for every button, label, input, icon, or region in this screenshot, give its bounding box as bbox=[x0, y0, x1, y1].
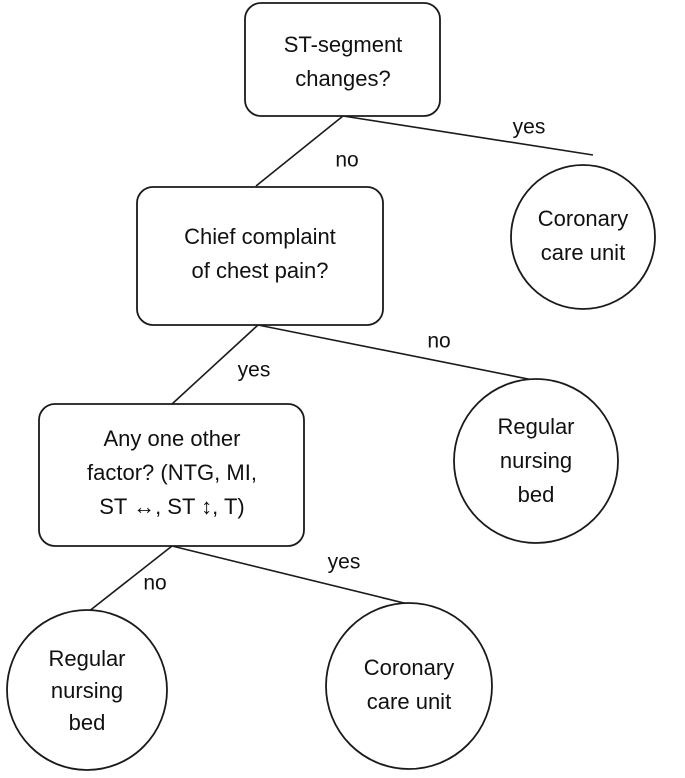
node-reg2-line-3: bed bbox=[69, 710, 106, 735]
node-factor-line-1: Any one other bbox=[104, 426, 241, 451]
edge-chief-to-factor bbox=[171, 324, 259, 405]
node-chief-line-1: Chief complaint bbox=[184, 224, 336, 249]
edge-label-st-no: no bbox=[335, 149, 358, 172]
edge-label-st-yes: yes bbox=[513, 116, 546, 139]
node-reg1-line-3: bed bbox=[518, 482, 555, 507]
node-st-line-2: changes? bbox=[295, 66, 390, 91]
edge-label-chief-yes: yes bbox=[238, 359, 271, 382]
edge-labels: yes no no yes no yes bbox=[143, 116, 545, 595]
node-ccu1-line-2: care unit bbox=[541, 240, 625, 265]
edge-st-to-chief bbox=[255, 115, 344, 187]
node-factor-line-2: factor? (NTG, MI, bbox=[87, 460, 257, 485]
node-chief-line-2: of chest pain? bbox=[192, 258, 329, 283]
edge-chief-to-reg bbox=[257, 324, 534, 381]
edge-label-factor-yes: yes bbox=[328, 551, 361, 574]
node-coronary-care-unit-bottom: Coronary care unit bbox=[325, 602, 493, 770]
node-ccu2-line-2: care unit bbox=[367, 689, 451, 714]
node-reg1-line-1: Regular bbox=[497, 414, 574, 439]
node-factor-line-3: ST ↔, ST ↕, T) bbox=[99, 494, 244, 519]
edge-label-chief-no: no bbox=[427, 330, 450, 353]
edge-st-to-ccu bbox=[342, 115, 594, 156]
edge-label-factor-no: no bbox=[143, 572, 166, 595]
node-regular-nursing-bed-right: Regular nursing bed bbox=[453, 378, 619, 544]
node-reg2-line-2: nursing bbox=[51, 678, 123, 703]
node-ccu2-line-1: Coronary bbox=[364, 655, 454, 680]
node-ccu1-line-1: Coronary bbox=[538, 206, 628, 231]
edges bbox=[87, 115, 594, 613]
edge-factor-to-ccu bbox=[171, 545, 409, 605]
node-reg2-line-1: Regular bbox=[48, 646, 125, 671]
node-any-other-factor: Any one other factor? (NTG, MI, ST ↔, ST… bbox=[38, 403, 305, 547]
node-coronary-care-unit-top: Coronary care unit bbox=[510, 164, 656, 310]
node-st-line-1: ST-segment bbox=[284, 32, 403, 57]
node-regular-nursing-bed-left: Regular nursing bed bbox=[6, 609, 168, 771]
node-st-segment-changes: ST-segment changes? bbox=[244, 2, 441, 117]
edge-factor-to-reg bbox=[87, 545, 173, 613]
node-reg1-line-2: nursing bbox=[500, 448, 572, 473]
node-chief-complaint: Chief complaint of chest pain? bbox=[136, 186, 384, 326]
